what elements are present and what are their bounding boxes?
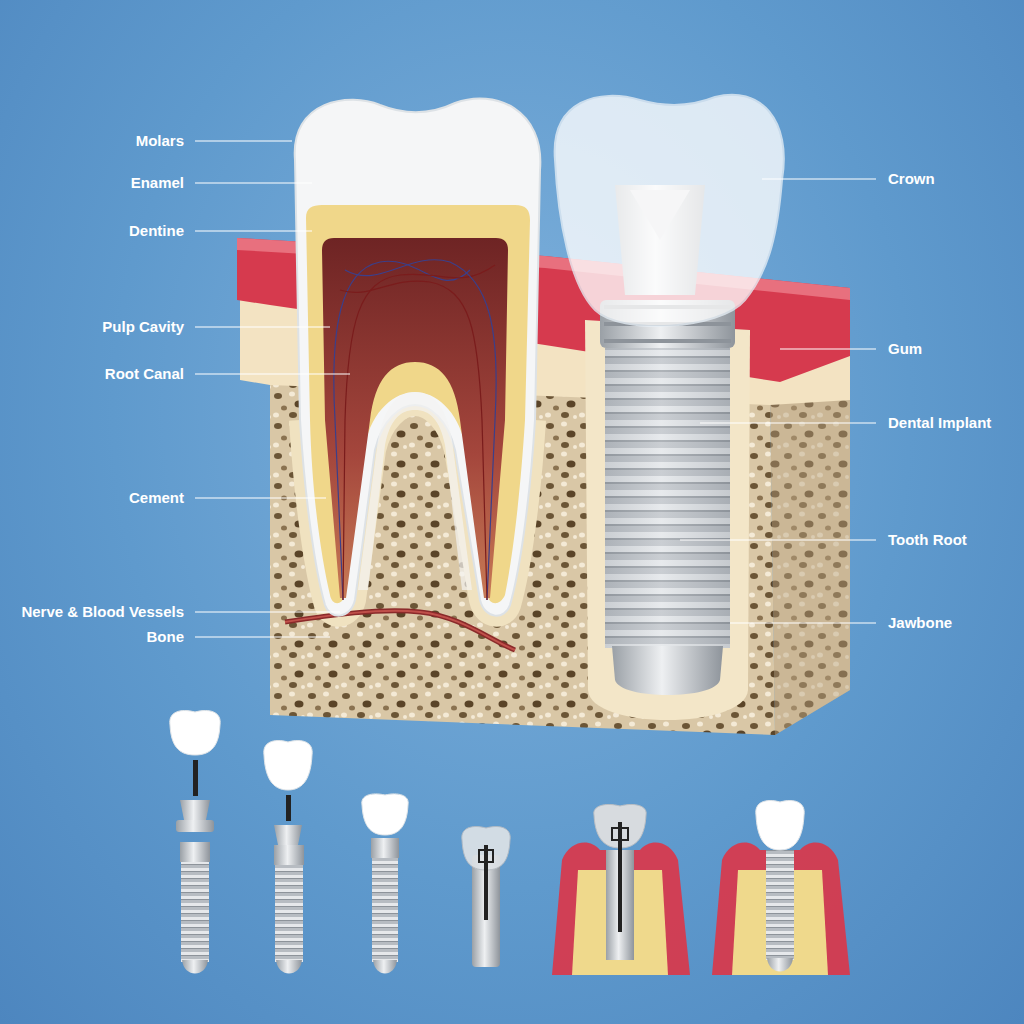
part-label: Enamel xyxy=(131,174,184,192)
part-label: Pulp Cavity xyxy=(102,318,184,336)
part-label: Molars xyxy=(136,132,184,150)
part-label: Crown xyxy=(888,170,935,188)
part-label: Cement xyxy=(129,489,184,507)
part-label: Dentine xyxy=(129,222,184,240)
part-label: Dental Implant xyxy=(888,414,991,432)
part-label: Root Canal xyxy=(105,365,184,383)
part-label: Gum xyxy=(888,340,922,358)
part-label: Bone xyxy=(147,628,185,646)
part-label: Tooth Root xyxy=(888,531,967,549)
part-label: Jawbone xyxy=(888,614,952,632)
part-label: Nerve & Blood Vessels xyxy=(21,603,184,621)
